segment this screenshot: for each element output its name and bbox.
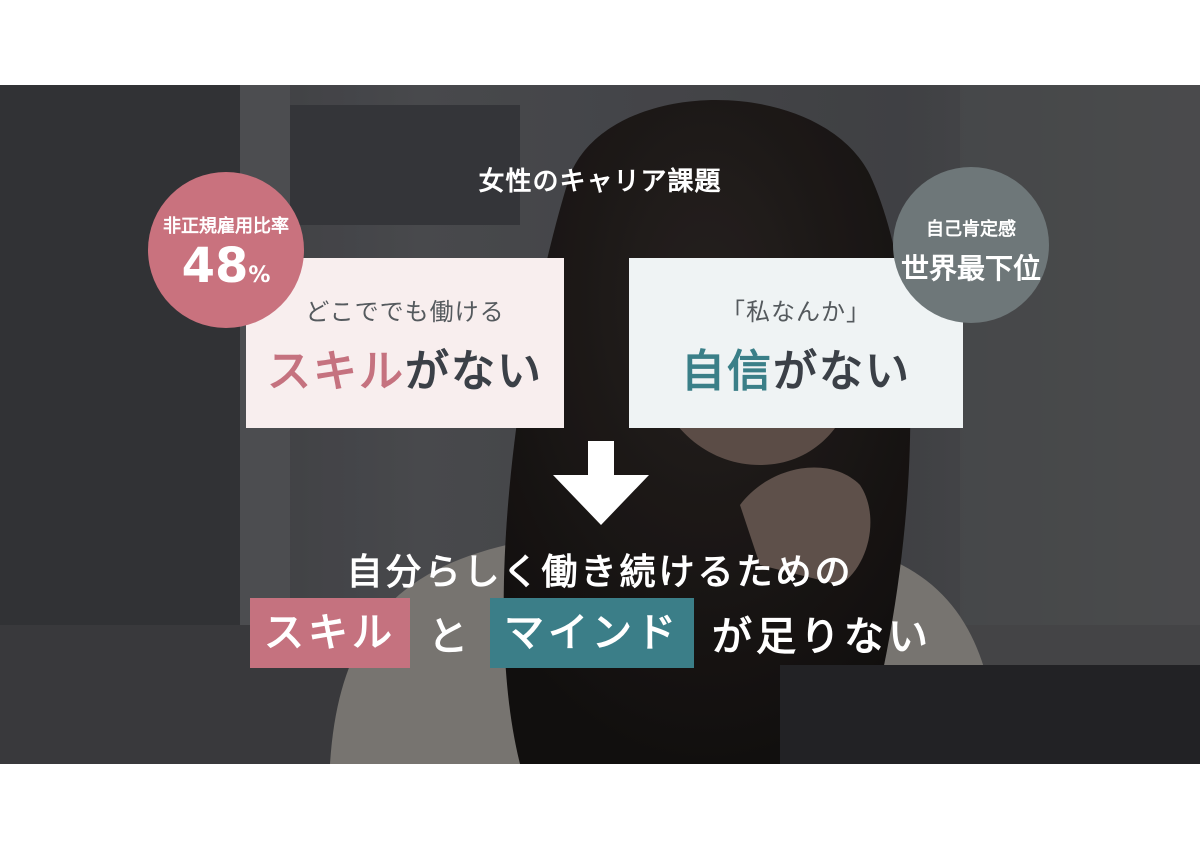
- skill-accent-text: スキル: [267, 346, 405, 397]
- self-esteem-label: 自己肯定感: [926, 219, 1016, 240]
- down-arrow-icon: [553, 441, 649, 525]
- skill-rest-text: がない: [405, 346, 543, 397]
- confidence-rest-text: がない: [773, 346, 911, 397]
- irregular-employment-value: 48%: [148, 240, 304, 302]
- slide-title: 女性のキャリア課題: [478, 167, 722, 197]
- confidence-accent-text: 自信: [681, 346, 773, 397]
- conclusion-line-2: スキル と マインド が足りない: [0, 597, 1200, 669]
- self-esteem-badge: 自己肯定感 世界最下位: [893, 167, 1049, 323]
- slide: 女性のキャリア課題 どこででも働ける スキルがない 「私なんか」 自信がない 非…: [0, 85, 1200, 764]
- confidence-problem-heading: 自信がない: [629, 335, 963, 399]
- conclusion-tail: が足りない: [712, 614, 932, 660]
- confidence-problem-subtitle: 「私なんか」: [721, 298, 871, 326]
- irregular-employment-number: 48: [181, 238, 249, 294]
- irregular-employment-label: 非正規雇用比率: [163, 216, 289, 237]
- skill-problem-subtitle: どこででも働ける: [305, 298, 505, 326]
- conclusion-joiner: と: [428, 614, 472, 660]
- percent-unit: %: [248, 263, 271, 288]
- skill-problem-box: どこででも働ける スキルがない: [246, 258, 564, 428]
- irregular-employment-badge: 非正規雇用比率 48%: [148, 172, 304, 328]
- mind-highlight: マインド: [490, 598, 694, 668]
- skill-problem-heading: スキルがない: [246, 335, 564, 399]
- conclusion-line-1: 自分らしく働き続けるための: [346, 552, 854, 593]
- skill-highlight: スキル: [250, 598, 410, 668]
- self-esteem-value: 世界最下位: [900, 252, 1041, 285]
